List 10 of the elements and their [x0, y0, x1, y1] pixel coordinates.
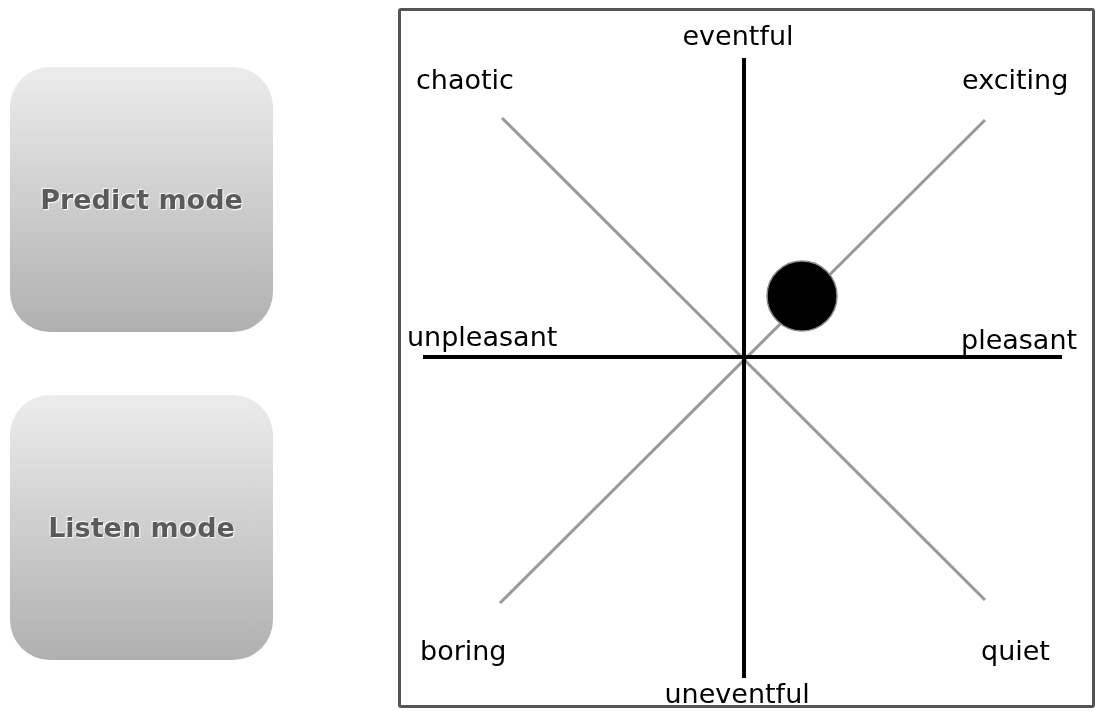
axis-label: chaotic	[416, 66, 514, 93]
axis-label: uneventful	[664, 680, 810, 707]
axis-label: boring	[420, 637, 507, 664]
axis-label: pleasant	[961, 326, 1078, 353]
axis-label: eventful	[682, 22, 794, 49]
axis-label: unpleasant	[407, 323, 558, 350]
axis-label: quiet	[981, 637, 1050, 664]
mode-button: Listen mode	[10, 395, 273, 660]
mode-button: Predict mode	[10, 67, 273, 332]
axis-label: exciting	[962, 66, 1069, 93]
